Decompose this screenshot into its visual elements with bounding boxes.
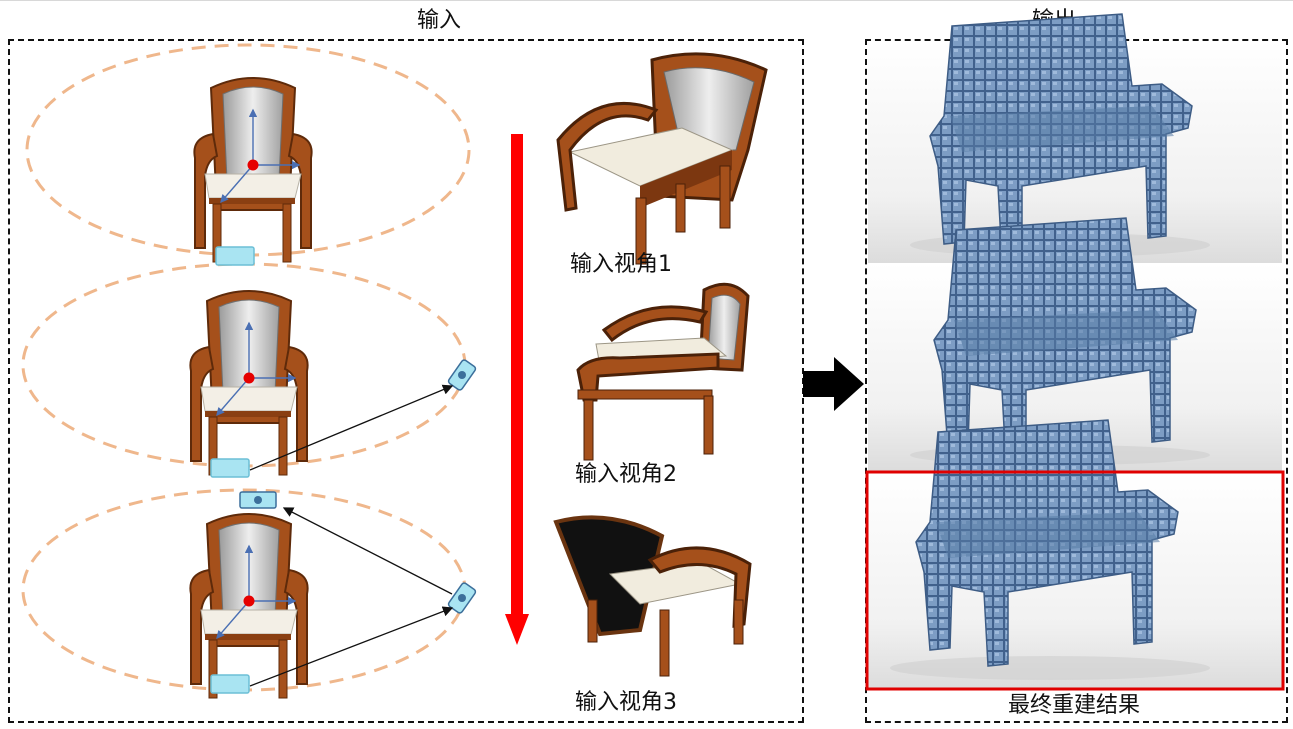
camera-icon bbox=[210, 674, 250, 694]
rendered-view-2 bbox=[576, 282, 750, 461]
final-result-highlight bbox=[865, 470, 1285, 691]
view-sequence-arrow bbox=[505, 134, 529, 645]
arrow-right-icon bbox=[803, 357, 864, 411]
top-rule bbox=[0, 0, 1293, 1]
camera-move-arrow bbox=[249, 606, 454, 687]
camera-icon bbox=[446, 581, 478, 615]
camera-move-arrow bbox=[249, 384, 454, 471]
camera-icon bbox=[215, 246, 255, 266]
rendered-view-1 bbox=[556, 52, 768, 265]
view-caption-3: 输入视角3 bbox=[575, 690, 677, 715]
rendered-view-3 bbox=[553, 515, 752, 677]
view-caption-2: 输入视角2 bbox=[575, 462, 677, 487]
chair-icon bbox=[190, 291, 307, 475]
view-caption-1: 输入视角1 bbox=[570, 252, 672, 277]
camera-icon bbox=[210, 458, 250, 478]
camera-icon bbox=[239, 491, 277, 509]
final-result-caption: 最终重建结果 bbox=[1008, 693, 1141, 718]
input-section-title: 输入 bbox=[417, 8, 462, 33]
chair-icon bbox=[194, 78, 311, 262]
camera-move-arrow bbox=[282, 507, 453, 595]
